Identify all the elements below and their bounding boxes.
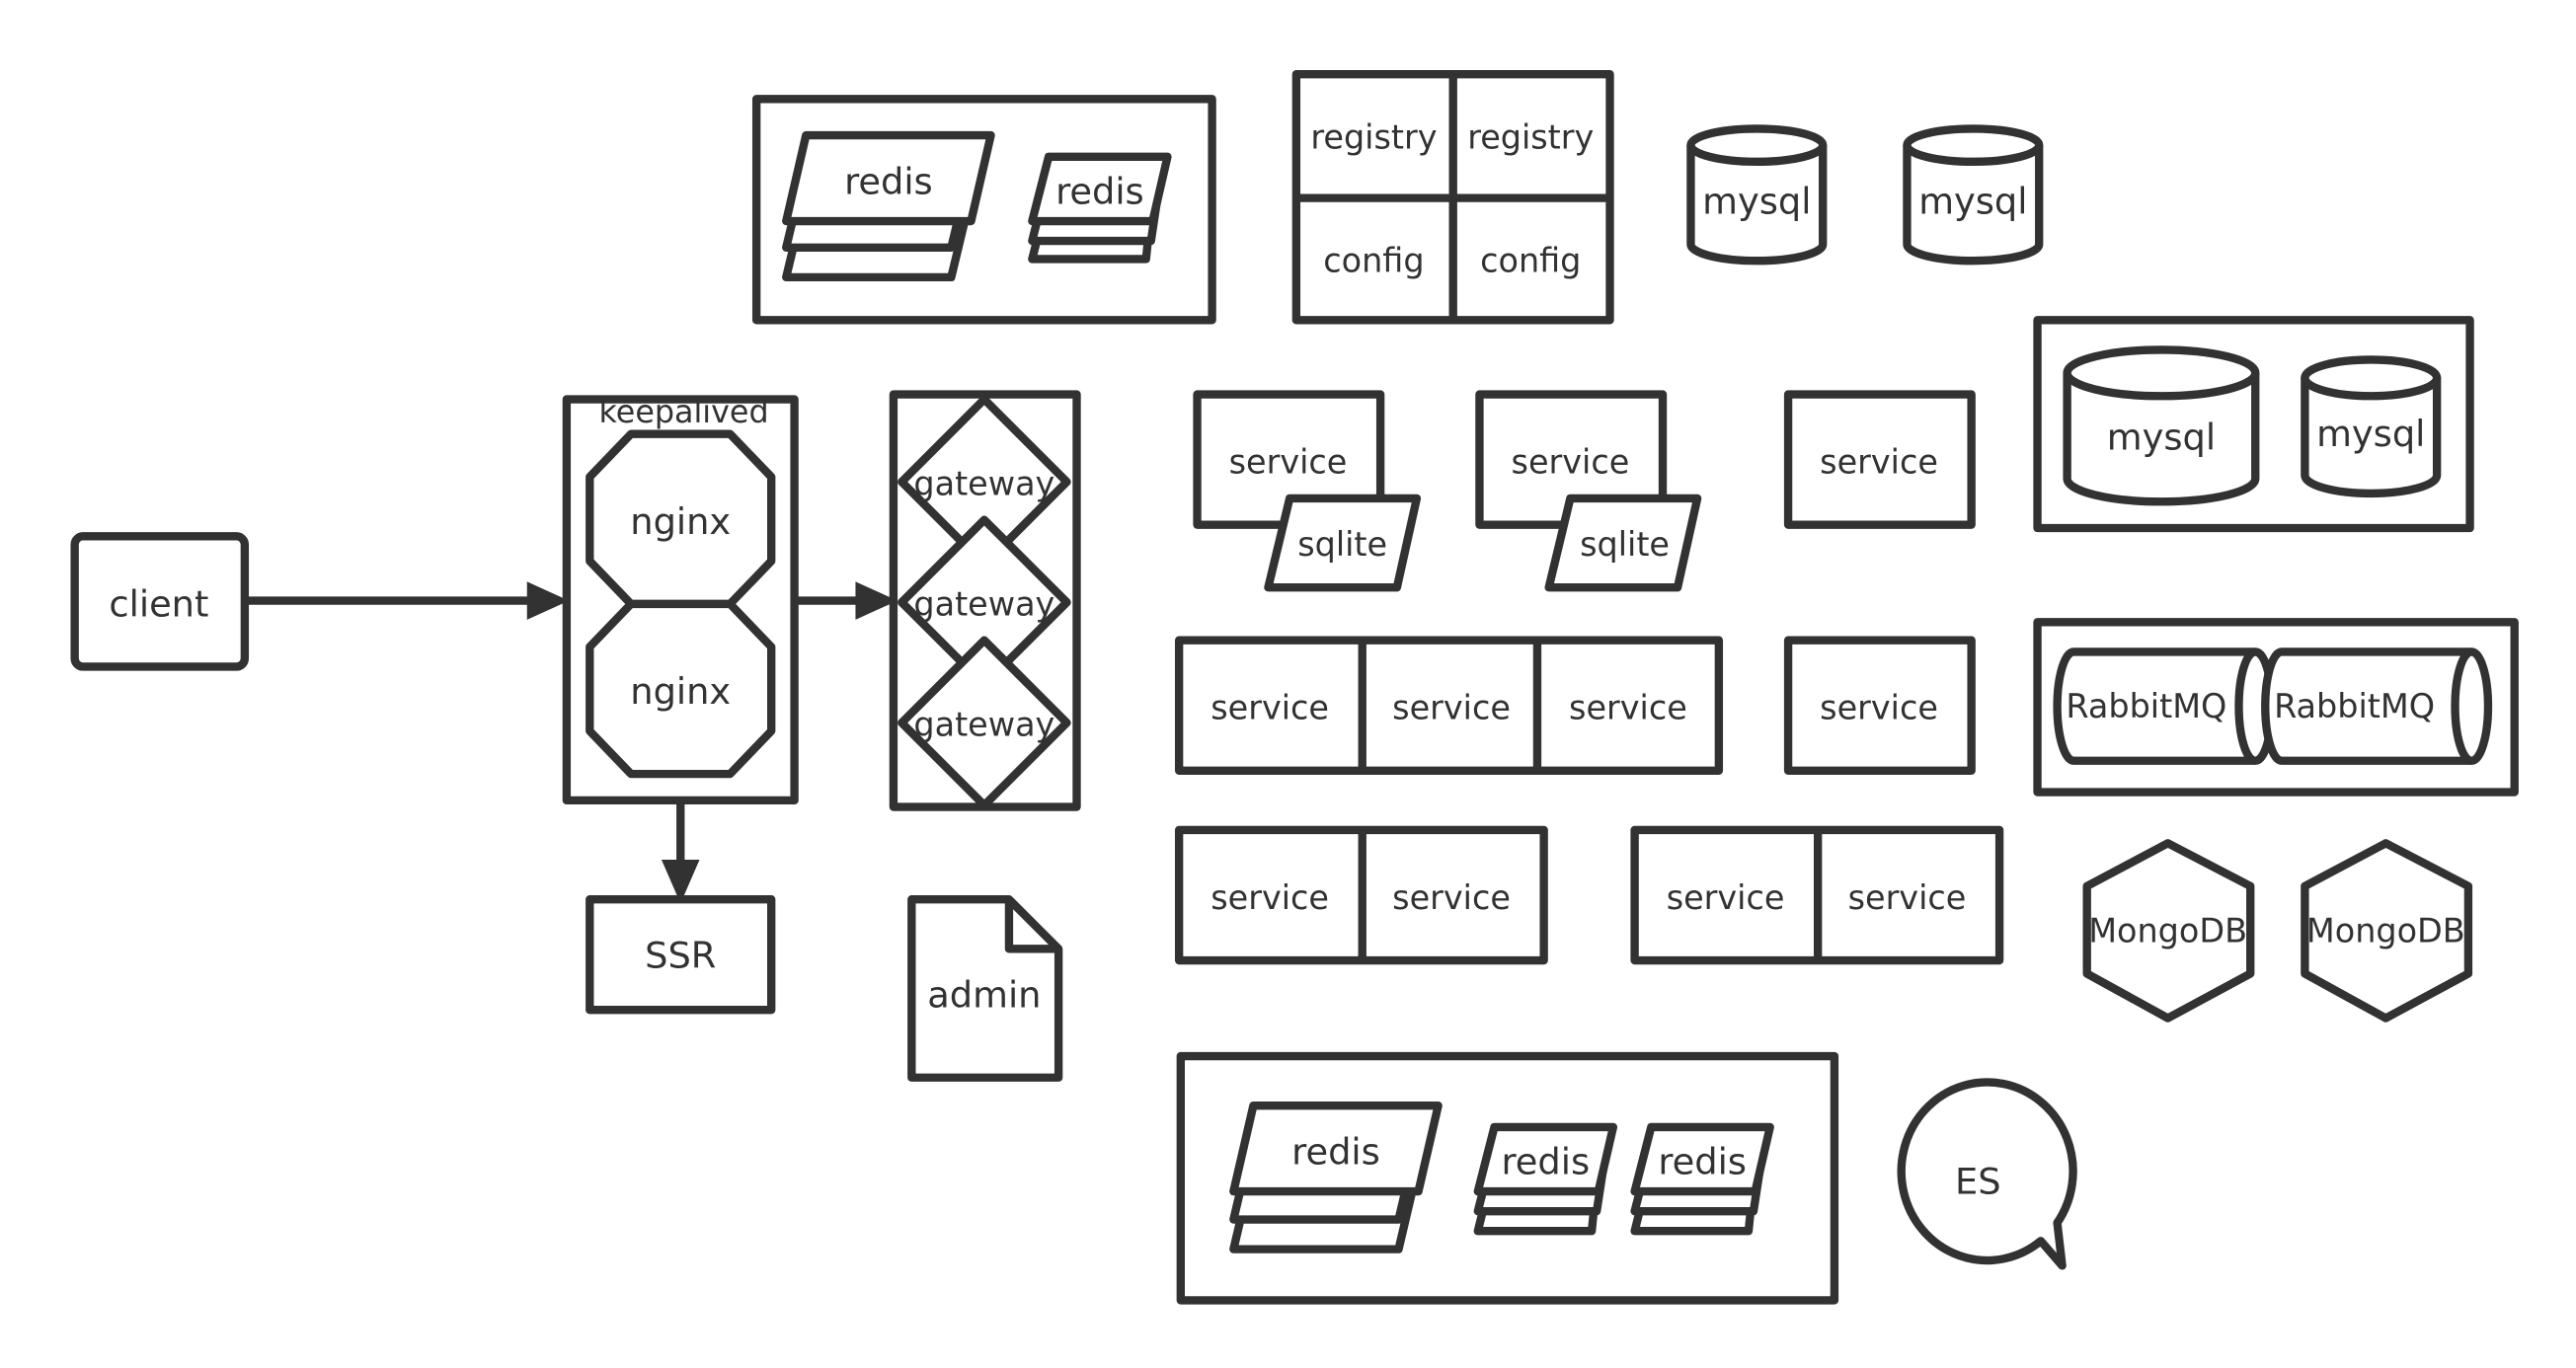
- es-node: ES: [1897, 1078, 2077, 1270]
- service-label-single-1: service: [1820, 443, 1938, 482]
- service-single-2: service: [1783, 636, 1976, 775]
- ssr-node: SSR: [585, 895, 776, 1015]
- ssr-label: SSR: [645, 935, 716, 977]
- gateway-label-1: gateway: [913, 464, 1054, 502]
- config-label-2: config: [1480, 242, 1581, 280]
- service-label-sqlite-2: service: [1512, 443, 1630, 482]
- admin-document: admin: [907, 895, 1063, 1082]
- redis-stack-bottom-large: redis: [1229, 1101, 1443, 1254]
- registry-config-grid: registry registry config config: [1291, 70, 1614, 325]
- rabbitmq-node-2: RabbitMQ: [2261, 647, 2493, 765]
- registry-label-2: registry: [1467, 117, 1594, 156]
- redis-label-top-large: redis: [844, 160, 933, 202]
- service-label-row3-1: service: [1210, 689, 1329, 727]
- gateway-label-3: gateway: [913, 705, 1054, 743]
- mysql-group: mysql mysql: [2033, 316, 2474, 533]
- redis-group-top: redis redis: [751, 95, 1216, 325]
- service-label-row3-3: service: [1569, 689, 1687, 727]
- sqlite-node-2: [1544, 494, 1702, 592]
- service-label-pair1-1: service: [1210, 878, 1329, 917]
- rabbitmq-label-2: RabbitMQ: [2274, 687, 2435, 725]
- service-single-1: service: [1783, 390, 1976, 529]
- sqlite-label-1: sqlite: [1297, 525, 1387, 564]
- arrow-keepalived-to-ssr: [661, 799, 700, 904]
- mongodb-node-2: MongoDB: [2301, 839, 2473, 1023]
- service-pair-2: service service: [1630, 825, 2004, 965]
- service-label-row3-2: service: [1392, 689, 1511, 727]
- nginx-node-2: [585, 599, 776, 779]
- registry-label-1: registry: [1310, 117, 1437, 156]
- arrow-client-to-keepalived: [244, 581, 570, 620]
- mysql-group-label-1: mysql: [2107, 417, 2216, 459]
- mysql-group-node-2: mysql: [2301, 355, 2442, 498]
- keepalived-label: keepalived: [599, 395, 769, 430]
- admin-label: admin: [927, 974, 1041, 1017]
- nginx-label-1: nginx: [630, 500, 731, 543]
- gateway-label-2: gateway: [913, 584, 1054, 623]
- mysql-label-top-2: mysql: [1918, 180, 2027, 222]
- redis-label-bottom-large: redis: [1291, 1130, 1380, 1173]
- service-label-pair1-2: service: [1392, 878, 1511, 917]
- sqlite-label-2: sqlite: [1580, 525, 1670, 564]
- service-row-3: service service service: [1174, 636, 1724, 775]
- mongodb-label-2: MongoDB: [2306, 911, 2465, 950]
- gateway-group: gateway gateway gateway: [889, 390, 1081, 811]
- service-sqlite-2: service sqlite: [1475, 390, 1702, 592]
- mysql-top-1: mysql: [1686, 124, 1828, 266]
- redis-label-bottom-small-2: redis: [1658, 1141, 1747, 1183]
- redis-label-top-small: redis: [1055, 170, 1144, 212]
- service-label-pair2-2: service: [1848, 878, 1967, 917]
- service-label-sqlite-1: service: [1229, 443, 1348, 482]
- rabbitmq-node-1: RabbitMQ: [2053, 647, 2277, 765]
- service-sqlite-1: service sqlite: [1193, 390, 1422, 592]
- mongodb-label-1: MongoDB: [2088, 911, 2247, 950]
- redis-stack-bottom-small-1: redis: [1473, 1122, 1618, 1236]
- service-label-pair2-1: service: [1667, 878, 1785, 917]
- redis-stack-bottom-small-2: redis: [1630, 1122, 1774, 1236]
- rabbitmq-group: RabbitMQ RabbitMQ: [2033, 618, 2519, 797]
- redis-stack-top-large: redis: [782, 130, 995, 282]
- redis-stack-top-small: redis: [1028, 152, 1172, 264]
- nginx-label-2: nginx: [630, 670, 731, 713]
- client-label: client: [109, 582, 208, 625]
- service-pair-1: service service: [1174, 825, 1548, 965]
- service-label-single-2: service: [1820, 689, 1938, 727]
- mysql-group-node-1: mysql: [2063, 345, 2260, 506]
- es-label: ES: [1955, 1161, 2001, 1203]
- mysql-group-label-2: mysql: [2316, 413, 2425, 455]
- mysql-top-2: mysql: [1903, 124, 2044, 266]
- rabbitmq-label-1: RabbitMQ: [2066, 687, 2226, 725]
- mysql-label-top-1: mysql: [1702, 180, 1811, 222]
- arrow-keepalived-to-gateway: [794, 581, 898, 620]
- gateway-node-3: [898, 636, 1071, 810]
- redis-group-bottom: redis redis redis: [1176, 1051, 1839, 1305]
- redis-label-bottom-small-1: redis: [1501, 1141, 1590, 1183]
- client-node: client: [70, 532, 250, 671]
- sqlite-node-1: [1264, 494, 1422, 592]
- config-label-1: config: [1323, 242, 1424, 280]
- keepalived-group: keepalived nginx nginx: [562, 395, 799, 805]
- mongodb-node-1: MongoDB: [2082, 839, 2255, 1023]
